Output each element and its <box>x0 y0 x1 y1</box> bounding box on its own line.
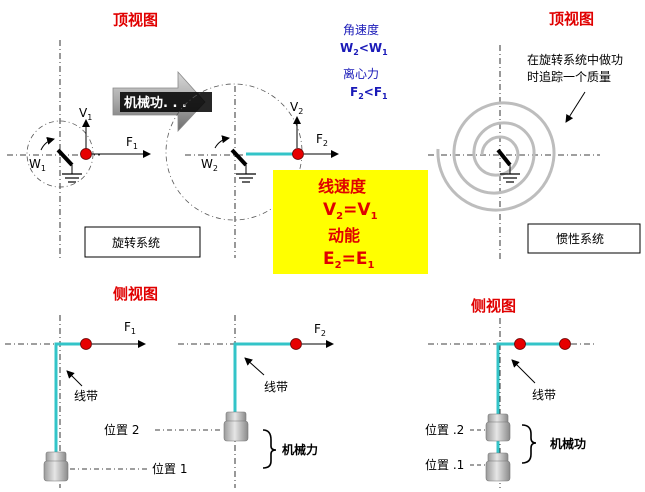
rotating-system-state-2: V2 F2 W2 <box>165 83 339 258</box>
note-line-1: 在旋转系统中做功 <box>527 52 623 67</box>
mass-ball <box>290 338 302 350</box>
position-2-label: 位置 2 <box>104 422 139 437</box>
svg-text:惯性系统: 惯性系统 <box>556 231 604 246</box>
svg-text:E2=E1: E2=E1 <box>323 249 374 271</box>
svg-text:旋转系统: 旋转系统 <box>112 235 160 250</box>
svg-text:F2: F2 <box>316 132 328 148</box>
angular-speed-relation: 角速度 W2<W1 <box>340 22 388 57</box>
weight-1 <box>43 451 69 482</box>
svg-text:V2=V1: V2=V1 <box>323 200 378 222</box>
centrifugal-label: 离心力 <box>343 66 379 81</box>
svg-text:F1: F1 <box>126 135 138 151</box>
svg-text:W1: W1 <box>29 157 46 173</box>
mechanical-work-label-right: 机械功 <box>550 436 586 451</box>
svg-text:V2: V2 <box>290 100 303 116</box>
mass-ball <box>80 338 92 350</box>
svg-text:F1: F1 <box>124 320 136 336</box>
weight-upper <box>485 413 511 442</box>
svg-text:F2: F2 <box>314 322 326 338</box>
side-view-left: F1 线带 F2 线带 位置 2 位置 1 机械力 <box>5 315 334 488</box>
side-view-right: 线带 位置 .2 位置 .1 机械功 <box>425 318 595 488</box>
inertial-system-box: 惯性系统 <box>527 223 641 254</box>
position-1-right-label: 位置 .1 <box>425 457 464 472</box>
weight-lower <box>485 452 511 482</box>
mechanical-work-label: 机械功. . . <box>124 95 187 111</box>
top-left-title: 顶视图 <box>113 11 158 29</box>
rotating-system-box: 旋转系统 <box>84 226 201 258</box>
angular-speed-label: 角速度 <box>343 22 379 37</box>
inertial-system-view: 在旋转系统中做功 时追踪一个质量 <box>428 45 623 262</box>
position-2-right-label: 位置 .2 <box>425 422 464 437</box>
svg-text:W2: W2 <box>201 157 218 173</box>
bottom-left-title: 侧视图 <box>113 285 158 303</box>
rotating-system-state-1: V1 F1 W1 <box>7 40 151 260</box>
svg-text:线速度: 线速度 <box>318 177 367 196</box>
belt-1 <box>54 342 86 452</box>
svg-text:动能: 动能 <box>328 226 360 245</box>
mass-ball <box>292 148 304 160</box>
mechanical-force-label: 机械力 <box>282 442 318 457</box>
position-1-label: 位置 1 <box>152 461 187 476</box>
belt-3 <box>496 342 565 415</box>
spiral-path <box>436 101 556 212</box>
svg-text:线带: 线带 <box>532 388 556 402</box>
note-line-2: 时追踪一个质量 <box>527 69 611 84</box>
svg-text:V1: V1 <box>79 106 92 122</box>
linear-speed-energy-box: 线速度 V2=V1 动能 E2=E1 <box>273 170 428 274</box>
bottom-right-title: 侧视图 <box>471 297 516 315</box>
mass-ball <box>559 338 571 350</box>
mass-ball <box>80 148 92 160</box>
belt-2 <box>233 342 296 412</box>
top-right-title: 顶视图 <box>549 10 594 28</box>
svg-text:W2<W1: W2<W1 <box>340 41 388 57</box>
mass-ball <box>514 338 526 350</box>
centrifugal-relation: 离心力 F2<F1 <box>343 66 388 101</box>
weight-2 <box>223 411 249 442</box>
svg-text:线带: 线带 <box>264 380 288 394</box>
pivot-arm <box>56 148 74 167</box>
mechanical-work-arrow: 机械功. . . <box>112 70 212 133</box>
svg-text:F2<F1: F2<F1 <box>350 85 388 101</box>
svg-text:线带: 线带 <box>74 389 98 403</box>
